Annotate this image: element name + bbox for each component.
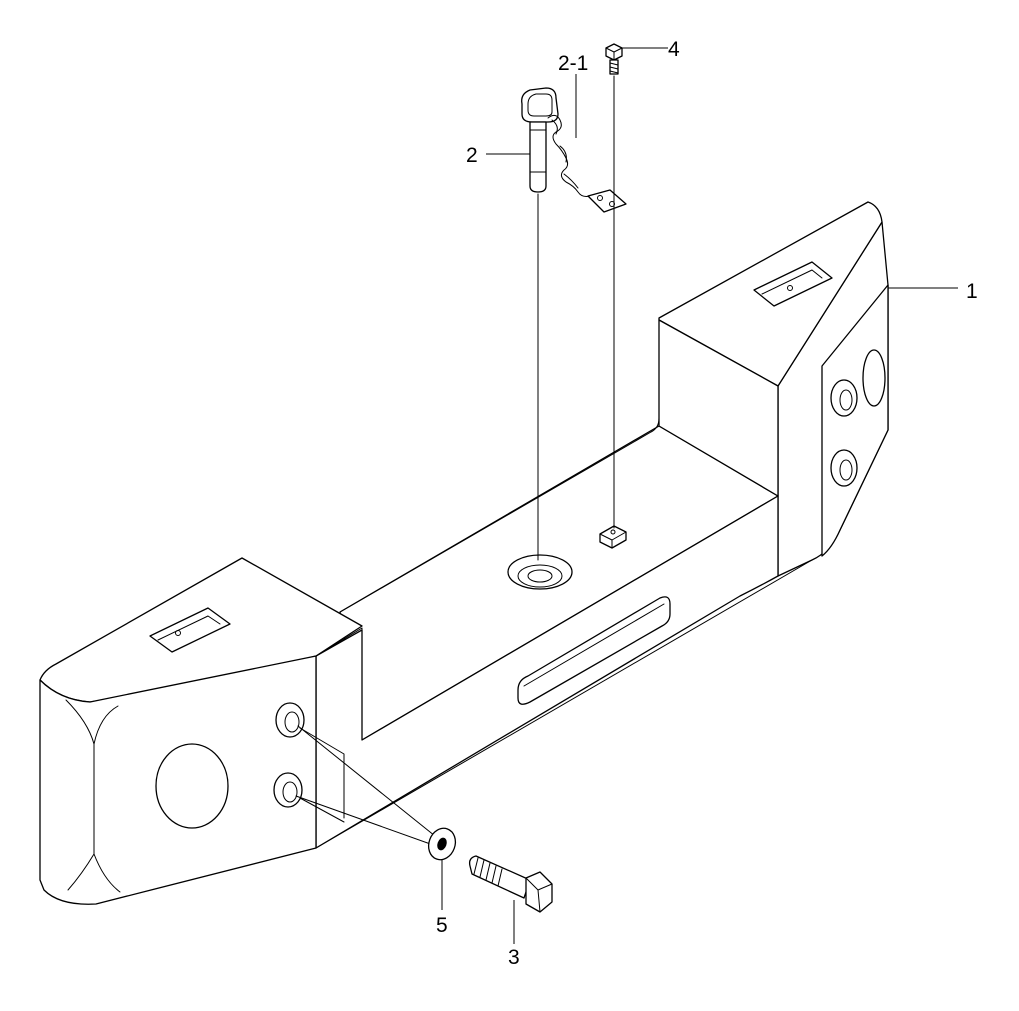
- tow-hole-right: [862, 349, 886, 407]
- pin-receiver-hole: [507, 554, 573, 590]
- callout-2: 2: [466, 144, 478, 167]
- lifting-slot-left: [149, 607, 231, 653]
- chain-screw: [605, 43, 623, 529]
- elongated-slot: [517, 596, 671, 705]
- bracket-left-end-side-edge: [315, 627, 363, 739]
- bracket-channel-back-edge: [339, 319, 660, 613]
- hitch-pin: [521, 87, 559, 561]
- chain-links: [547, 114, 591, 197]
- bracket-body: [39, 201, 889, 905]
- chain-plate: [587, 189, 627, 213]
- tow-hole-left: [155, 743, 229, 829]
- bracket-left-end-chamfer: [65, 699, 121, 893]
- callout-5: 5: [436, 914, 448, 937]
- leader-lines: [441, 47, 958, 944]
- washer-axis-lower: [295, 795, 437, 847]
- hitch-pin-handle: [521, 87, 559, 123]
- callout-2-1: 2-1: [558, 52, 588, 75]
- callout-3: 3: [508, 946, 520, 969]
- bolt-hole-upper-right: [830, 379, 858, 417]
- bracket-front-rail-bottom-edge: [315, 559, 813, 849]
- washer-axis-upper: [297, 725, 441, 841]
- hex-bolt: [468, 855, 553, 913]
- hex-bolt-head: [525, 871, 553, 913]
- lifting-slot-right: [753, 261, 833, 307]
- mounting-tab-outline: [299, 727, 345, 823]
- bolt-hole-lower-right: [830, 449, 858, 487]
- retaining-chain: [547, 114, 627, 213]
- callout-4: 4: [668, 38, 680, 61]
- washer: [295, 725, 457, 861]
- callout-1: 1: [966, 280, 978, 303]
- callouts: 1 2 2-1 4 5 3: [436, 38, 978, 969]
- hitch-pin-shaft: [529, 121, 547, 193]
